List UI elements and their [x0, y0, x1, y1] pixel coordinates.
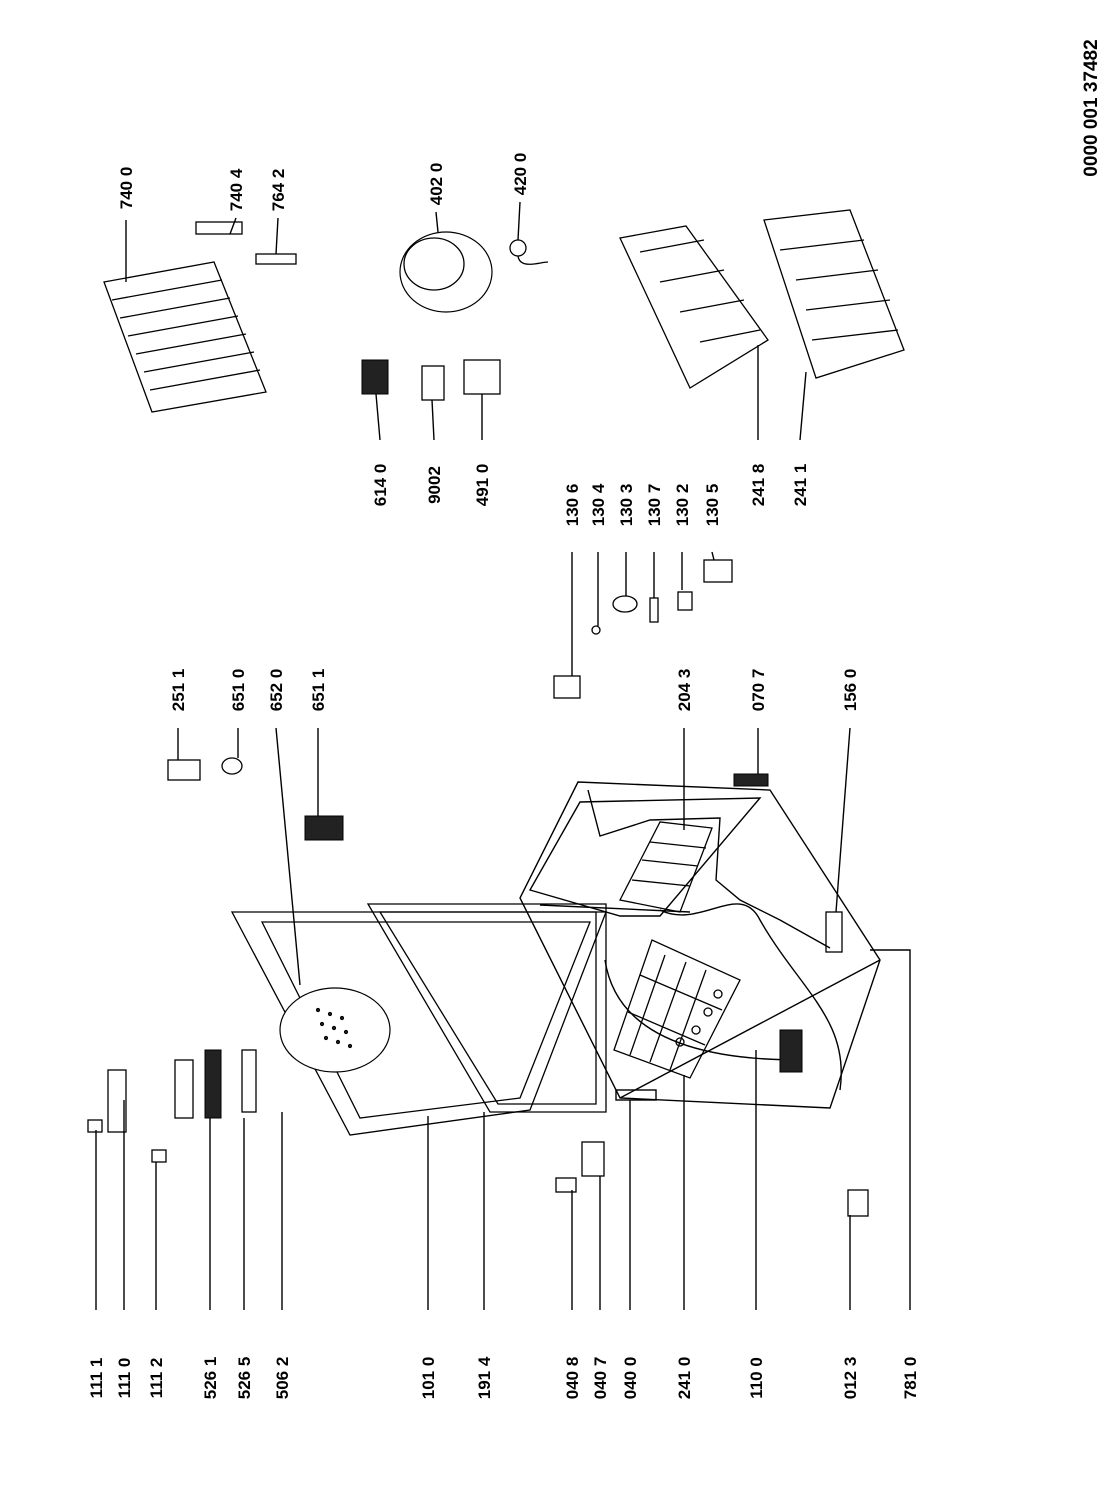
- drawing-divider-204-3: [619, 821, 713, 913]
- labels-left-column: 111 1 111 0 111 2 526 1 526 5 506 2 101 …: [87, 1356, 920, 1399]
- labels-middle-column: 251 1 651 0 652 0 651 1 204 3 070 7 156 …: [169, 669, 860, 712]
- drawing-small-parts: [167, 757, 869, 1217]
- label-110-0: 110 0: [747, 1357, 766, 1399]
- label-111-1: 111 1: [87, 1358, 106, 1399]
- label-111-2: 111 2: [147, 1358, 166, 1399]
- label-402-0: 402 0: [427, 163, 446, 206]
- labels-electrical-group: 614 0 9002 491 0 402 0 420 0: [371, 153, 530, 507]
- label-251-1: 251 1: [169, 669, 188, 712]
- labels-hinge-group: 130 6 130 4 130 3 130 7 130 2 130 5: [563, 483, 722, 526]
- label-070-7: 070 7: [749, 669, 768, 712]
- label-652-0: 652 0: [267, 669, 286, 712]
- label-040-7: 040 7: [591, 1357, 610, 1400]
- drawing-condenser-740-0: [103, 221, 297, 413]
- label-111-0: 111 0: [115, 1358, 134, 1399]
- label-651-1: 651 1: [309, 669, 328, 712]
- label-101-0: 101 0: [419, 1357, 438, 1400]
- drawing-baskets: [619, 209, 905, 389]
- label-506-2: 506 2: [273, 1357, 292, 1400]
- label-491-0: 491 0: [473, 464, 492, 507]
- drawing-freezer-cabinet: [519, 781, 881, 1109]
- drawing-inner-basket-241-0: [613, 939, 741, 1079]
- label-651-0: 651 0: [229, 669, 248, 712]
- label-156-0: 156 0: [841, 669, 860, 712]
- label-614-0: 614 0: [371, 464, 390, 507]
- drawing-lid-101-0: [230, 903, 607, 1136]
- label-130-7: 130 7: [645, 484, 664, 527]
- label-740-0: 740 0: [117, 167, 136, 210]
- drawing-lid-fittings: [87, 1049, 257, 1163]
- leader-lines: [95, 201, 911, 1310]
- label-740-4: 740 4: [227, 168, 246, 211]
- label-781-0: 781 0: [901, 1357, 920, 1400]
- label-130-3: 130 3: [617, 484, 636, 527]
- document-number: 0000 001 37482: [1081, 39, 1102, 176]
- label-420-0: 420 0: [511, 153, 530, 196]
- labels-baskets: 241 8 241 1: [749, 464, 810, 507]
- label-130-5: 130 5: [703, 484, 722, 527]
- label-526-1: 526 1: [201, 1357, 220, 1400]
- labels-condenser-group: 740 0 740 4 764 2: [117, 167, 288, 212]
- drawing-hinge-parts: [553, 559, 733, 699]
- label-204-3: 204 3: [675, 669, 694, 712]
- label-040-0: 040 0: [621, 1357, 640, 1400]
- label-191-4: 191 4: [475, 1356, 494, 1399]
- label-241-0: 241 0: [675, 1357, 694, 1400]
- label-012-3: 012 3: [841, 1357, 860, 1400]
- label-764-2: 764 2: [269, 169, 288, 212]
- label-526-5: 526 5: [235, 1357, 254, 1400]
- label-130-4: 130 4: [589, 483, 608, 526]
- label-130-6: 130 6: [563, 484, 582, 527]
- label-241-1: 241 1: [791, 464, 810, 507]
- label-040-8: 040 8: [563, 1357, 582, 1400]
- label-9002: 9002: [425, 466, 444, 504]
- label-241-8: 241 8: [749, 464, 768, 507]
- drawing-electrical-parts: [361, 231, 549, 401]
- label-130-2: 130 2: [673, 484, 692, 527]
